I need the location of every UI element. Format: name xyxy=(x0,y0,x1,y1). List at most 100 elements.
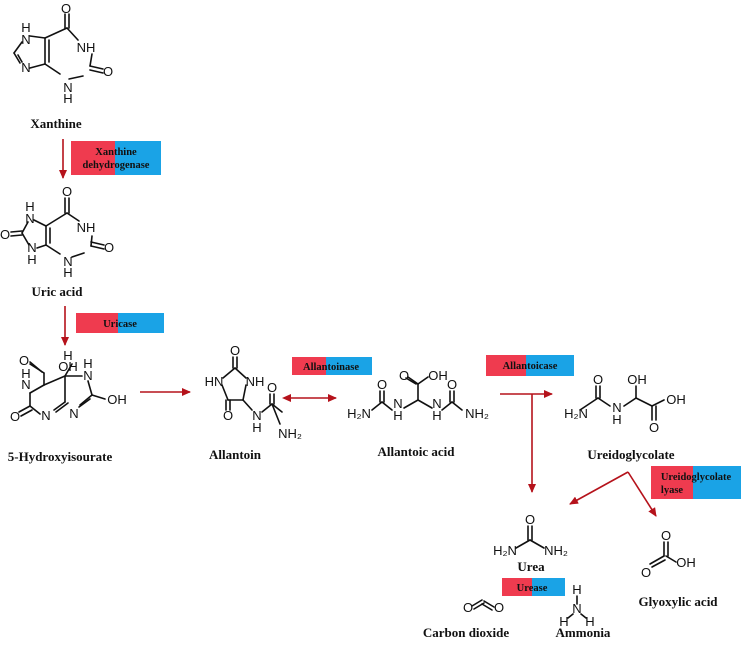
atom-label: O xyxy=(463,600,473,615)
atom-label: OH xyxy=(666,392,686,407)
atom-label: N xyxy=(25,211,34,226)
enzyme-badge-xanthine-dehydrogenase: Xanthine dehydrogenase xyxy=(71,141,161,175)
atom-label: O xyxy=(377,377,387,392)
atom-label: HN xyxy=(205,374,224,389)
carbon-dioxide-structure xyxy=(471,599,495,611)
compound-label-xanthine: Xanthine xyxy=(30,116,82,131)
atom-label: N xyxy=(69,406,78,421)
atom-label: H₂N xyxy=(347,406,371,421)
compound-label-glyoxylic-acid: Glyoxylic acid xyxy=(638,594,718,609)
atom-label: N xyxy=(432,396,441,411)
ureidoglycolate-structure xyxy=(579,385,665,421)
arrow-ureidoglycolate-to-glyoxylic-acid xyxy=(627,471,657,517)
enzyme-badge-allantoicase: Allantoicase xyxy=(486,355,574,376)
atom-label: H₂N xyxy=(493,543,517,558)
compound-label-ureidoglycolate: Ureidoglycolate xyxy=(587,447,674,462)
atom-label: H xyxy=(585,614,594,629)
compound-label-allantoin: Allantoin xyxy=(209,447,262,462)
atom-label: H xyxy=(559,614,568,629)
atom-label: O xyxy=(593,372,603,387)
atom-label: O xyxy=(103,64,113,79)
hydroxyisourate-structure xyxy=(18,361,106,417)
atom-label: H xyxy=(432,408,441,423)
atom-label: N xyxy=(63,254,72,269)
atom-label: NH₂ xyxy=(278,426,302,441)
atom-label: N xyxy=(21,32,30,47)
urea-structure xyxy=(515,525,545,549)
atom-label: H xyxy=(83,356,92,371)
atom-label: OH xyxy=(627,372,647,387)
atom-label: N xyxy=(83,368,92,383)
atom-label: O xyxy=(61,1,71,16)
atom-label: H xyxy=(393,408,402,423)
atom-label: NH xyxy=(77,40,96,55)
enzyme-label: Allantoicase xyxy=(503,361,558,372)
atom-label: O xyxy=(0,227,10,242)
allantoic-acid-structure xyxy=(371,376,463,411)
atom-label: N xyxy=(393,396,402,411)
atom-label: H xyxy=(612,412,621,427)
compound-label-uric-acid: Uric acid xyxy=(32,284,84,299)
atom-label: H xyxy=(25,199,34,214)
compound-label-urea: Urea xyxy=(517,559,545,574)
atom-label: NH₂ xyxy=(544,543,568,558)
enzyme-label: dehydrogenase xyxy=(83,160,150,171)
atom-label: O xyxy=(447,377,457,392)
atom-label: N xyxy=(21,377,30,392)
enzyme-badge-ureidoglycolate-lyase: Ureidoglycolate lyase xyxy=(651,466,741,499)
atom-label: NH xyxy=(77,220,96,235)
allantoin-structure xyxy=(221,356,283,425)
compound-label-allantoic-acid: Allantoic acid xyxy=(378,444,456,459)
enzyme-label: Allantoinase xyxy=(303,362,359,373)
enzyme-badge-allantoinase: Allantoinase xyxy=(292,357,372,375)
arrow-ureidoglycolate-to-urea xyxy=(569,471,629,505)
uric-acid-structure xyxy=(10,197,105,258)
atom-label: H xyxy=(21,20,30,35)
atom-label: N xyxy=(27,240,36,255)
compound-label-carbon-dioxide: Carbon dioxide xyxy=(423,625,510,640)
atom-label: OH xyxy=(676,555,696,570)
atom-label: O xyxy=(399,368,409,383)
atom-label: N xyxy=(41,408,50,423)
enzyme-label: Uricase xyxy=(103,319,137,330)
atom-label: O xyxy=(223,408,233,423)
atom-label: H xyxy=(63,91,72,106)
atom-label: N xyxy=(252,408,261,423)
ammonia-structure xyxy=(567,595,587,619)
atom-label: H xyxy=(252,420,261,435)
compound-label-hydroxyisourate: 5-Hydroxyisourate xyxy=(8,449,113,464)
enzyme-label: lyase xyxy=(661,485,684,496)
atom-label: O xyxy=(661,528,671,543)
enzyme-badge-uricase: Uricase xyxy=(76,313,164,333)
atom-label: N xyxy=(21,60,30,75)
atom-label: H xyxy=(572,582,581,597)
atom-label: OH xyxy=(428,368,448,383)
atom-label: O xyxy=(104,240,114,255)
atom-label: H₂N xyxy=(564,406,588,421)
enzyme-badge-urease: Urease xyxy=(502,578,565,596)
atom-label: O xyxy=(641,565,651,580)
atom-label: NH xyxy=(246,374,265,389)
atom-label: N xyxy=(612,400,621,415)
atom-label: O xyxy=(10,409,20,424)
glyoxylic-acid-structure xyxy=(649,541,677,568)
enzyme-label: Xanthine xyxy=(95,147,137,158)
atom-label: H xyxy=(63,348,72,363)
atom-label: O xyxy=(494,600,504,615)
atom-label: H xyxy=(21,366,30,381)
enzyme-label: Ureidoglycolate xyxy=(661,472,732,483)
compound-label-ammonia: Ammonia xyxy=(556,625,611,640)
atom-label: O xyxy=(649,420,659,435)
atom-label: N xyxy=(63,80,72,95)
xanthine-structure xyxy=(13,13,104,80)
atom-label: H xyxy=(27,252,36,267)
atom-label: O xyxy=(267,380,277,395)
atom-label: H xyxy=(63,265,72,280)
atom-label: O xyxy=(19,353,29,368)
atom-label: O xyxy=(230,343,240,358)
atom-label: N xyxy=(572,601,581,616)
atom-label: NH₂ xyxy=(465,406,489,421)
atom-label: O xyxy=(525,512,535,527)
atom-label: OH xyxy=(58,359,78,374)
